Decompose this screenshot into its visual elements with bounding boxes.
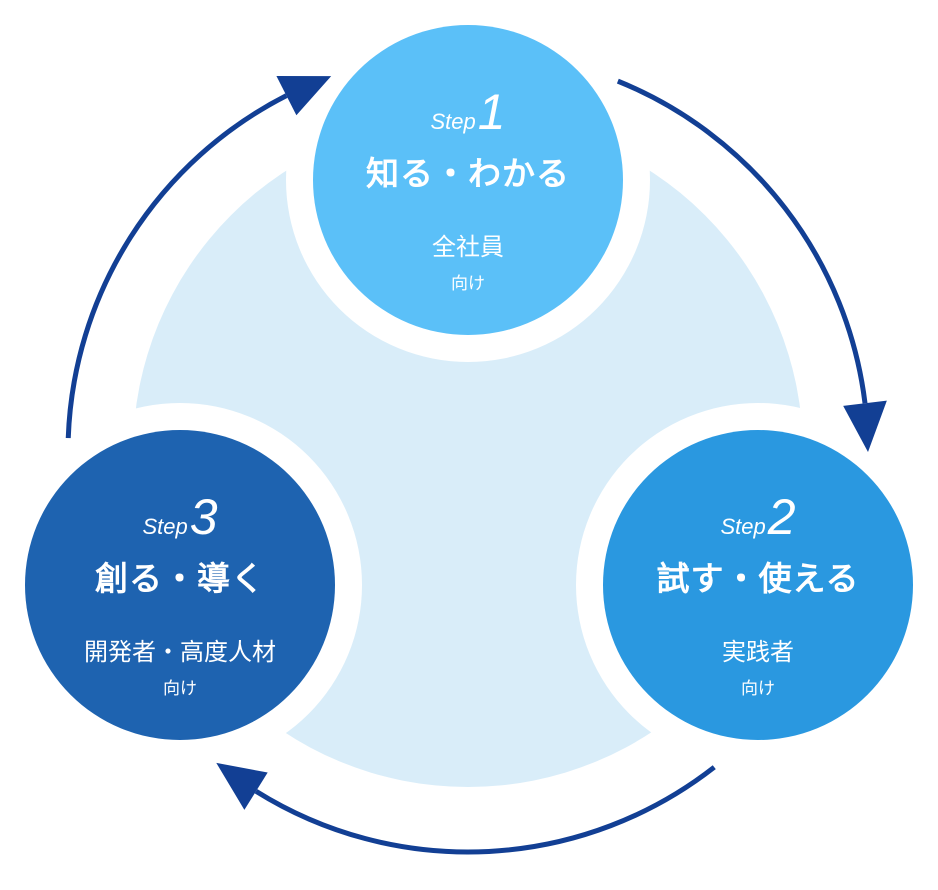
step-audience: 開発者・高度人材: [84, 638, 276, 666]
step-title: 知る・わかる: [366, 154, 570, 193]
step-number: 1: [477, 84, 506, 140]
step-audience-suffix: 向け: [163, 679, 197, 699]
step-2-circle: Step2 試す・使える 実践者 向け: [603, 430, 913, 740]
step-number: 3: [189, 489, 218, 545]
arrow-step1-to-step2-head-icon: [843, 400, 887, 452]
step-word: Step: [142, 514, 188, 539]
arrow-step3-to-step1-line: [65, 93, 288, 439]
step-audience-suffix: 向け: [451, 274, 485, 294]
arrow-step3-to-step1-head-icon: [276, 75, 332, 116]
step-word: Step: [430, 109, 476, 134]
step-word: Step: [720, 514, 766, 539]
step-audience-suffix: 向け: [741, 679, 775, 699]
step-audience: 実践者: [722, 638, 794, 666]
arrow-step1-to-step2-line: [616, 78, 868, 404]
arrow-step2-to-step3-line: [254, 765, 716, 855]
step-3-circle: Step3 創る・導く 開発者・高度人材 向け: [25, 430, 335, 740]
step-title: 創る・導く: [95, 559, 265, 598]
arrow-step2-to-step3-head-icon: [216, 762, 268, 810]
step-title: 試す・使える: [656, 559, 860, 598]
step-audience: 全社員: [432, 233, 504, 261]
step-1-circle: Step1 知る・わかる 全社員 向け: [313, 25, 623, 335]
step-number: 2: [767, 489, 796, 545]
